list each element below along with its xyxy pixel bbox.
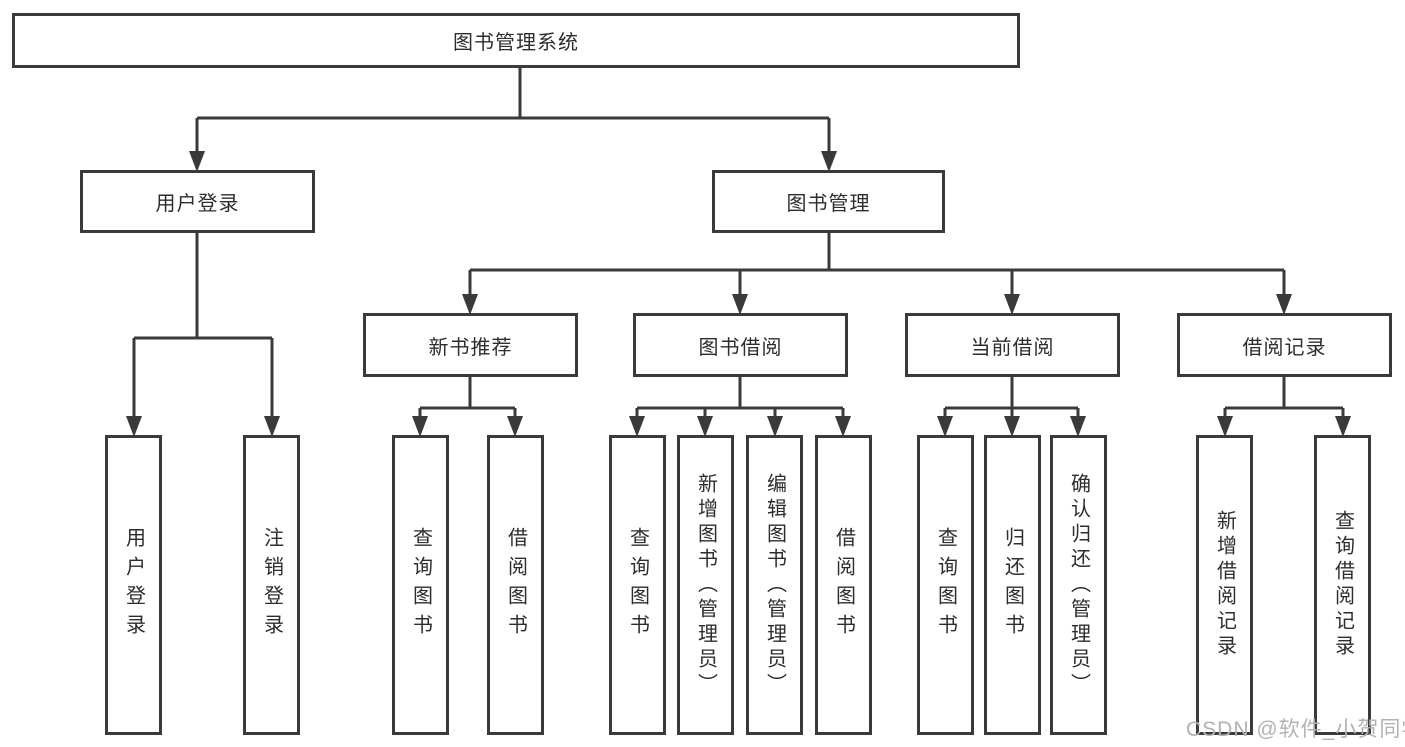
leaf-borrow-books-2-label: 借阅图书 xyxy=(832,527,855,643)
node-borrow-records-label: 借阅记录 xyxy=(1242,336,1327,359)
leaf-user-login: 用户登录 xyxy=(105,435,162,735)
arrowheads xyxy=(126,151,1351,437)
node-book-management: 图书管理 xyxy=(712,170,945,233)
leaf-add-books-admin: 新增图书（管理员） xyxy=(677,435,734,735)
node-user-login: 用户登录 xyxy=(80,170,315,233)
leaf-query-books-3: 查询图书 xyxy=(917,435,974,735)
leaf-logout: 注销登录 xyxy=(243,435,300,735)
leaf-query-books-1: 查询图书 xyxy=(392,435,449,735)
leaf-user-login-label: 用户登录 xyxy=(122,527,145,643)
node-new-book-recommend-label: 新书推荐 xyxy=(428,336,513,359)
csdn-watermark: CSDN @软件_小贺同学 xyxy=(1186,718,1405,741)
leaf-query-books-2-label: 查询图书 xyxy=(626,527,649,643)
leaf-return-books-label: 归还图书 xyxy=(1001,527,1024,643)
node-user-login-label: 用户登录 xyxy=(155,193,240,215)
leaf-return-books: 归还图书 xyxy=(984,435,1041,735)
leaf-confirm-return-admin-label: 确认归还（管理员） xyxy=(1067,472,1090,698)
node-book-borrowing: 图书借阅 xyxy=(633,313,848,377)
leaf-query-books-1-label: 查询图书 xyxy=(409,527,432,643)
node-new-book-recommend: 新书推荐 xyxy=(363,313,578,377)
node-book-management-label: 图书管理 xyxy=(786,193,871,215)
leaf-borrow-books-1: 借阅图书 xyxy=(487,435,544,735)
node-root: 图书管理系统 xyxy=(12,13,1020,68)
leaf-add-books-admin-label: 新增图书（管理员） xyxy=(694,472,717,698)
leaf-query-books-2: 查询图书 xyxy=(609,435,666,735)
leaf-add-borrow-record-label: 新增借阅记录 xyxy=(1213,510,1236,660)
node-book-borrowing-label: 图书借阅 xyxy=(698,336,783,359)
leaf-borrow-books-2: 借阅图书 xyxy=(815,435,872,735)
leaf-confirm-return-admin: 确认归还（管理员） xyxy=(1050,435,1107,735)
node-root-label: 图书管理系统 xyxy=(453,32,579,54)
leaf-add-borrow-record: 新增借阅记录 xyxy=(1196,435,1253,735)
leaf-query-books-3-label: 查询图书 xyxy=(934,527,957,643)
leaf-edit-books-admin: 编辑图书（管理员） xyxy=(746,435,803,735)
node-current-borrowing: 当前借阅 xyxy=(905,313,1120,377)
leaf-edit-books-admin-label: 编辑图书（管理员） xyxy=(763,472,786,698)
leaf-logout-label: 注销登录 xyxy=(260,527,283,643)
node-current-borrowing-label: 当前借阅 xyxy=(970,336,1055,359)
node-borrow-records: 借阅记录 xyxy=(1177,313,1392,377)
leaf-query-borrow-record-label: 查询借阅记录 xyxy=(1331,510,1354,660)
leaf-query-borrow-record: 查询借阅记录 xyxy=(1314,435,1371,735)
leaf-borrow-books-1-label: 借阅图书 xyxy=(504,527,527,643)
